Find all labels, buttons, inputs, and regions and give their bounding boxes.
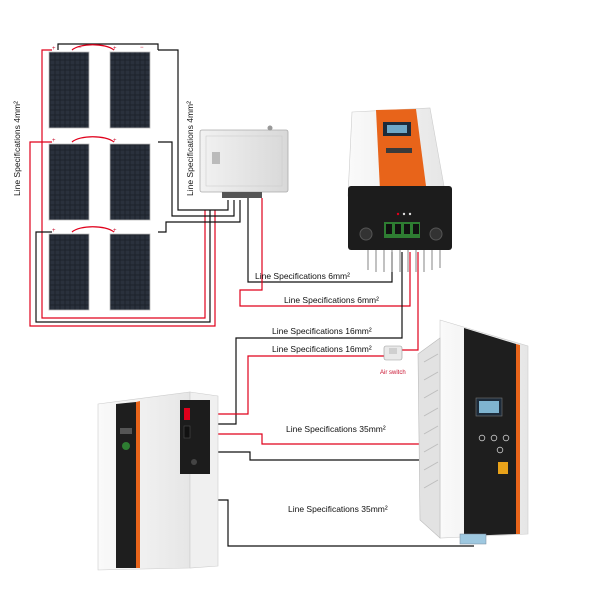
wire-left-red-1 xyxy=(41,49,206,319)
wire-right-black-2 xyxy=(158,141,235,217)
wire-bat-black xyxy=(212,451,440,461)
plus-mark: + xyxy=(113,228,117,234)
plus-mark: + xyxy=(113,46,117,52)
combiner-box xyxy=(199,125,289,198)
wire-mid-series-red xyxy=(71,136,115,143)
wire-right-black-1 xyxy=(158,49,229,211)
wire-bat-red xyxy=(218,433,440,445)
wire-ctrl-inv-red xyxy=(218,252,419,415)
solar-panel xyxy=(109,233,151,311)
label-ctrl-red-6: Line Specifications 6mm² xyxy=(284,295,379,305)
solar-panel xyxy=(48,233,90,311)
plus-mark: + xyxy=(52,138,56,144)
solar-panel-array: + + − − + + + + xyxy=(48,45,151,311)
minus-mark: − xyxy=(78,45,82,51)
solar-panel xyxy=(109,143,151,221)
label-pv-mid: Line Specifications 4mm² xyxy=(185,101,195,196)
plus-mark: + xyxy=(113,138,117,144)
solar-panel xyxy=(48,143,90,221)
plus-mark: + xyxy=(52,46,56,52)
air-switch xyxy=(383,345,403,361)
label-inv-black-16: Line Specifications 16mm² xyxy=(272,326,372,336)
wire-top-series-black xyxy=(57,43,159,50)
controller-fins xyxy=(367,250,441,272)
wire-bat-ground xyxy=(210,499,474,547)
wire-left-red-2 xyxy=(29,141,216,327)
wire-top-series-red xyxy=(71,44,115,51)
wires xyxy=(29,43,474,547)
solar-panel xyxy=(109,51,151,129)
label-pv-left: Line Specifications 4mm² xyxy=(12,101,22,196)
minus-mark: − xyxy=(140,45,144,51)
wire-combiner-ctrl-red xyxy=(239,198,411,307)
label-ctrl-black-6: Line Specifications 6mm² xyxy=(255,271,350,281)
wire-bot-series-red xyxy=(71,226,115,233)
battery-cabinet xyxy=(97,391,219,571)
label-inv-red-16: Line Specifications 16mm² xyxy=(272,344,372,354)
inverter xyxy=(417,319,529,545)
label-air-switch: Air switch xyxy=(380,370,406,376)
label-bat-35-lower: Line Specifications 35mm² xyxy=(288,504,388,514)
plus-mark: + xyxy=(52,228,56,234)
wire-ctrl-inv-black xyxy=(218,252,403,425)
charge-controller xyxy=(347,107,452,272)
solar-panel xyxy=(48,51,90,129)
label-bat-35-upper: Line Specifications 35mm² xyxy=(286,424,386,434)
wire-right-black-3 xyxy=(158,200,241,233)
wire-left-black-1 xyxy=(35,210,211,323)
